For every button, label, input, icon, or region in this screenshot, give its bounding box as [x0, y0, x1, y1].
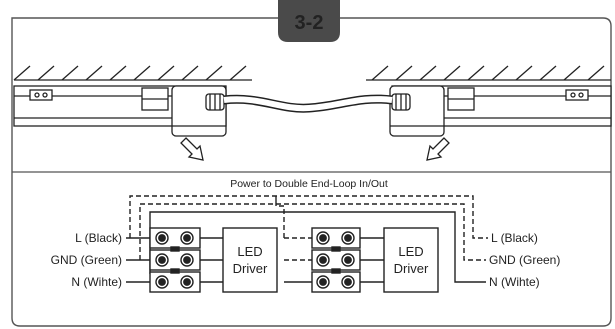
right-label-l: L (Black)	[491, 231, 538, 245]
loop-cable	[223, 94, 393, 113]
step-badge-label: 3-2	[295, 12, 324, 34]
outer-frame	[11, 17, 612, 327]
led-driver-right: LED Driver	[383, 227, 439, 293]
ceiling-right	[366, 65, 611, 81]
terminal-block-left	[149, 227, 201, 293]
fixture-left	[13, 85, 227, 137]
right-label-gnd: GND (Green)	[489, 253, 560, 267]
left-label-l: L (Black)	[75, 231, 122, 245]
led-driver-right-line1: LED	[398, 244, 423, 259]
led-driver-left: LED Driver	[222, 227, 278, 293]
diagram-caption: Power to Double End-Loop In/Out	[230, 178, 388, 190]
ceiling-left	[13, 65, 252, 81]
led-driver-left-line1: LED	[237, 244, 262, 259]
arrow-left-icon	[180, 137, 204, 161]
left-label-n: N (Wihte)	[71, 275, 122, 289]
fixture-right	[389, 85, 612, 137]
step-badge: 3-2	[278, 0, 340, 42]
arrow-right-icon	[426, 137, 450, 161]
led-driver-right-line2: Driver	[394, 261, 429, 276]
led-driver-left-line2: Driver	[233, 261, 268, 276]
terminal-block-right	[311, 227, 361, 293]
left-label-gnd: GND (Green)	[51, 253, 122, 267]
right-label-n: N (Wihte)	[489, 275, 540, 289]
